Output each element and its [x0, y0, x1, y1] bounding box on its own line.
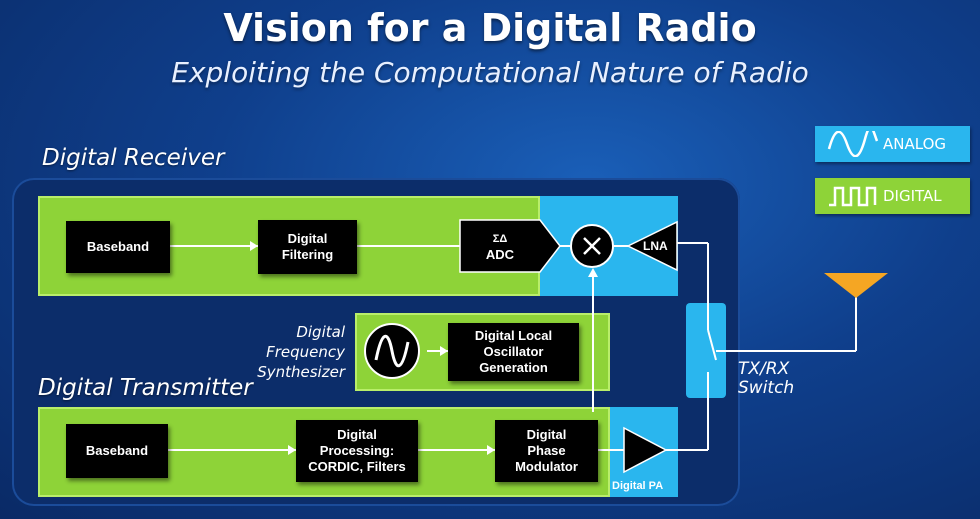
antenna-icon — [824, 273, 888, 298]
synth-label-line-2: Frequency — [266, 343, 345, 361]
lo-line-3: Generation — [479, 360, 548, 375]
page-subtitle: Exploiting the Computational Nature of R… — [171, 56, 809, 89]
analog-wave-icon — [827, 131, 879, 157]
power-amplifier-icon — [623, 426, 668, 474]
filtering-line-2: Filtering — [281, 247, 334, 262]
adc-label: ΣΔ ADC — [460, 231, 540, 263]
lo-line-1: Digital Local — [474, 328, 553, 343]
lna-label: LNA — [643, 239, 668, 253]
rx-baseband-label: Baseband — [86, 239, 150, 254]
phase-modulator-block: Digital Phase Modulator — [495, 420, 598, 482]
adc-icon — [459, 219, 561, 273]
transmitter-label: Digital Transmitter — [38, 375, 253, 401]
filtering-line-1: Digital — [287, 231, 328, 246]
switch-label-line-2: Switch — [738, 378, 795, 398]
synthesizer-label: Digital Frequency Synthesizer — [220, 322, 345, 382]
page-title: Vision for a Digital Radio — [223, 6, 757, 50]
rx-baseband-block: Baseband — [66, 221, 170, 273]
processing-line-3: CORDIC, Filters — [308, 459, 406, 474]
lo-line-2: Oscillator — [483, 344, 544, 359]
digital-filtering-block: Digital Filtering — [258, 220, 357, 274]
legend-analog: ANALOG — [815, 126, 970, 162]
processing-line-1: Digital — [337, 427, 377, 442]
digital-processing-block: Digital Processing: CORDIC, Filters — [296, 420, 418, 482]
modulator-line-3: Modulator — [515, 459, 578, 474]
switch-label: TX/RX Switch — [738, 360, 794, 398]
modulator-line-1: Digital — [526, 427, 567, 442]
synth-label-line-3: Synthesizer — [257, 363, 345, 381]
digital-wave-icon — [829, 186, 877, 207]
local-oscillator-block: Digital Local Oscillator Generation — [448, 323, 579, 381]
adc-label-line-1: ΣΔ — [492, 233, 508, 245]
tx-baseband-block: Baseband — [66, 424, 168, 478]
adc-label-line-2: ADC — [485, 247, 515, 262]
lna-icon — [626, 220, 678, 272]
receiver-label: Digital Receiver — [42, 145, 225, 171]
legend-analog-label: ANALOG — [883, 135, 946, 153]
synth-label-line-1: Digital — [296, 323, 345, 341]
digital-pa-label: Digital PA — [612, 480, 664, 492]
legend-digital: DIGITAL — [815, 178, 970, 214]
modulator-line-2: Phase — [527, 443, 566, 458]
tx-baseband-label: Baseband — [85, 443, 149, 458]
legend-digital-label: DIGITAL — [883, 187, 942, 205]
switch-label-line-1: TX/RX — [738, 359, 790, 379]
processing-line-2: Processing: — [319, 443, 395, 458]
